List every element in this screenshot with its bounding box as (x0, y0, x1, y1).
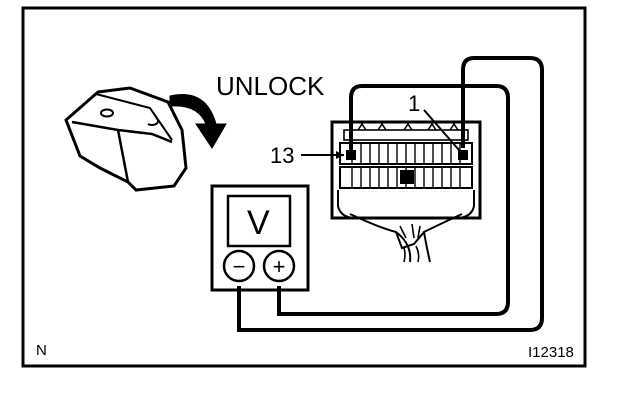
negative-terminal-icon (222, 249, 256, 283)
minus-symbol: − (233, 254, 246, 279)
unlock-label: UNLOCK (216, 71, 325, 101)
positive-terminal-icon (262, 249, 296, 283)
connector-block (330, 120, 482, 220)
terminal-1-label: 1 (408, 91, 420, 116)
unlock-arrow-icon (169, 94, 227, 149)
test-leads (237, 56, 544, 332)
figure-id-label: I12318 (528, 344, 574, 361)
figure-frame (21, 6, 587, 368)
voltmeter (210, 184, 310, 292)
terminal-1-leader (423, 109, 460, 151)
connector-cover (64, 86, 188, 192)
terminal-13-arrow-icon (336, 151, 344, 159)
wire-harness (349, 213, 463, 263)
voltmeter-unit-label: V (247, 204, 270, 242)
corner-code-label: N (36, 342, 47, 359)
plus-symbol: + (273, 254, 286, 279)
terminal-13-label: 13 (270, 143, 294, 168)
